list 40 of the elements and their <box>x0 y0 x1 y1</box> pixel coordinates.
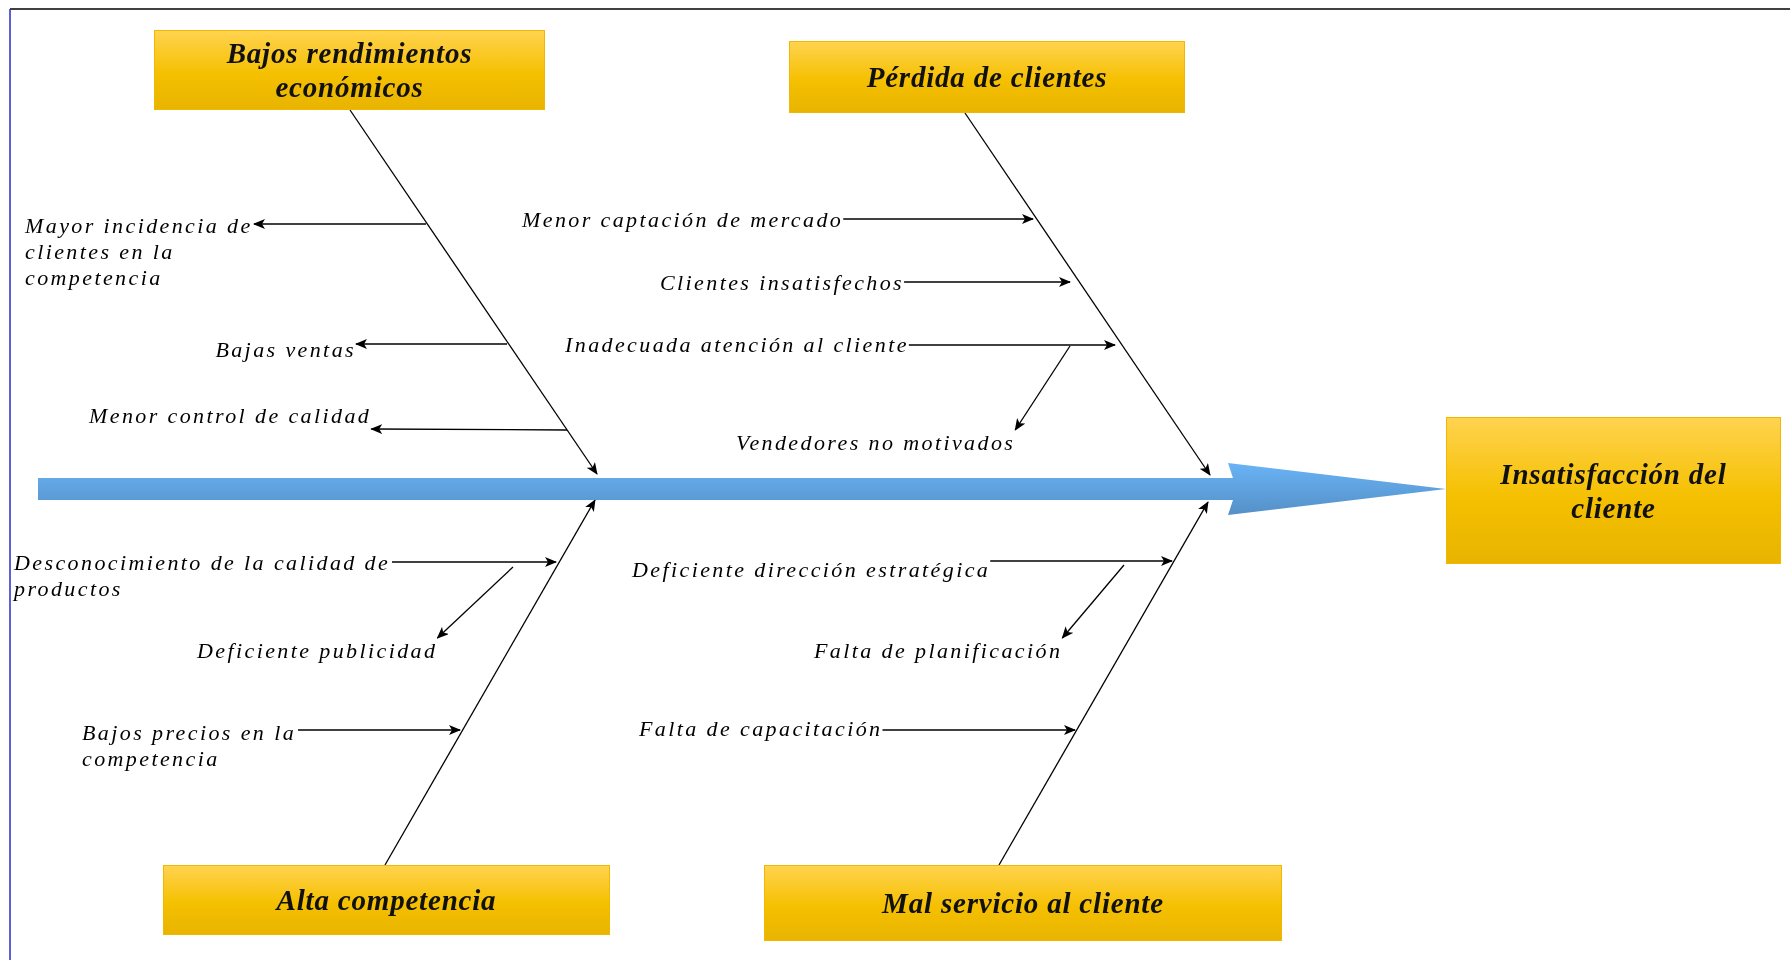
cause-arrow <box>355 339 508 349</box>
cause-label: Falta de planificación <box>814 638 1063 664</box>
bone-arrow <box>349 109 598 475</box>
cause-arrow <box>881 725 1076 735</box>
cause-arrow <box>253 219 427 229</box>
cause-label: Inadecuada atención al cliente <box>565 332 909 358</box>
cause-arrow <box>1061 564 1125 639</box>
category-label: Alta competencia <box>276 883 497 917</box>
bone-arrow <box>998 501 1209 866</box>
cause-label: Desconocimiento de la calidad de productos <box>14 550 392 602</box>
cause-arrow <box>1014 345 1071 431</box>
category-label: Insatisfacción del cliente <box>1499 456 1728 525</box>
cause-arrow <box>370 424 568 435</box>
cause-arrow <box>436 566 514 639</box>
category-box <box>154 30 545 110</box>
cause-arrow <box>842 214 1034 224</box>
cause-arrow <box>903 277 1071 287</box>
category-box <box>1446 417 1781 564</box>
cause-label: Clientes insatisfechos <box>660 270 905 296</box>
cause-arrow <box>989 556 1173 566</box>
bone-arrow <box>384 499 596 866</box>
cause-arrow <box>297 725 461 735</box>
cause-label: Bajas ventas <box>215 337 356 363</box>
cause-label: Mayor incidencia de clientes en la competencia <box>25 213 254 291</box>
category-label: Pérdida de clientes <box>866 60 1108 94</box>
category-label: Bajos rendimientos económicos <box>225 36 474 104</box>
cause-label: Bajos precios en la competencia <box>82 720 298 772</box>
cause-arrow <box>908 340 1116 350</box>
cause-label: Vendedores no motivados <box>736 430 1016 456</box>
category-label: Mal servicio al cliente <box>882 886 1164 920</box>
cause-label: Deficiente publicidad <box>197 638 438 664</box>
category-box <box>163 865 610 935</box>
cause-arrow <box>391 557 557 567</box>
cause-label: Menor control de calidad <box>89 403 372 429</box>
cause-label: Deficiente dirección estratégica <box>632 557 991 583</box>
category-box <box>789 41 1185 113</box>
cause-label: Falta de capacitación <box>639 716 883 742</box>
cause-label: Menor captación de mercado <box>522 207 844 233</box>
bone-arrow <box>964 112 1211 476</box>
category-box <box>764 865 1282 941</box>
